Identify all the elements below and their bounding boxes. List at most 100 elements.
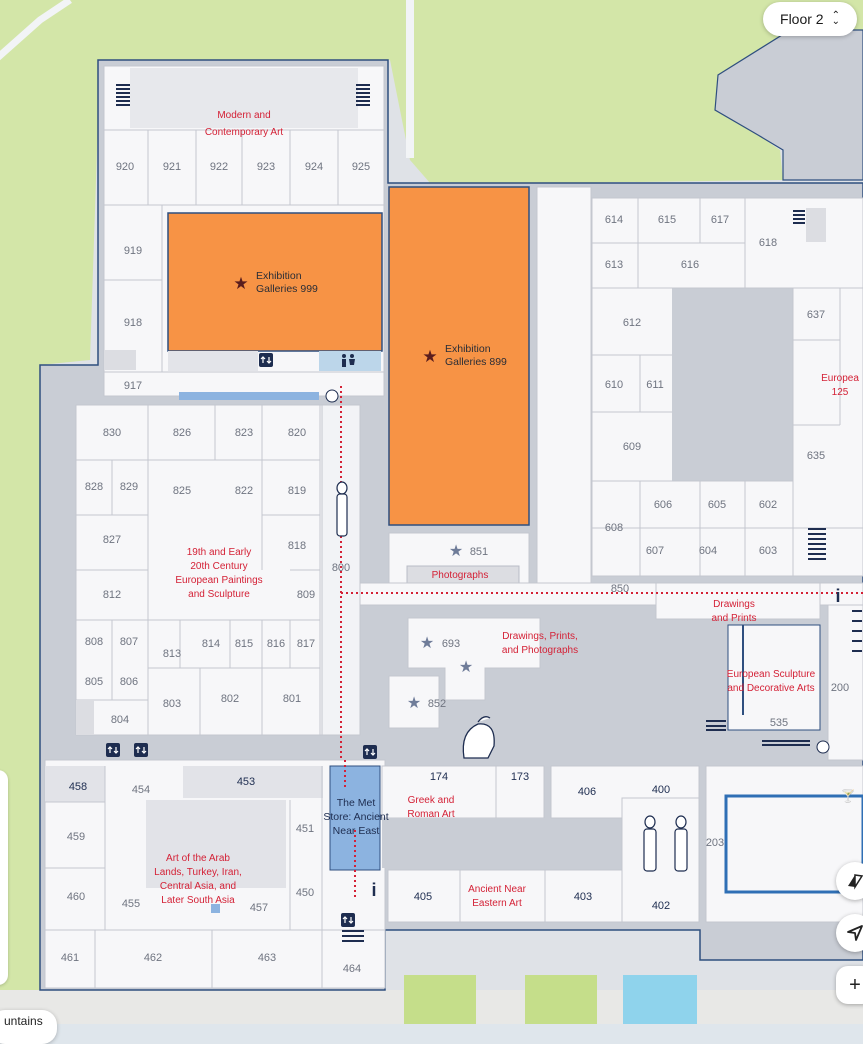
navigation-arrow-icon xyxy=(847,925,863,941)
room-number-693: 693 xyxy=(442,638,460,650)
courtyard-greek xyxy=(382,818,622,868)
room-number-450: 450 xyxy=(296,887,314,899)
compass-button[interactable] xyxy=(836,862,863,900)
room-number-616: 616 xyxy=(681,259,699,271)
room-number-200: 200 xyxy=(831,682,849,694)
room-number-618: 618 xyxy=(759,237,777,249)
room-number-922: 922 xyxy=(210,161,228,173)
room-number-800: 800 xyxy=(332,562,350,574)
location-chip-label: untains xyxy=(4,1014,43,1028)
room-number-612: 612 xyxy=(623,317,641,329)
room-number-617: 617 xyxy=(711,214,729,226)
planter xyxy=(404,975,476,1024)
room-number-817: 817 xyxy=(297,638,315,650)
park-path xyxy=(0,0,72,61)
room-number-458: 458 xyxy=(69,781,87,793)
room-number-917: 917 xyxy=(124,380,142,392)
room-number-635: 635 xyxy=(807,450,825,462)
gallery-458[interactable] xyxy=(45,766,105,802)
left-edge-panel[interactable] xyxy=(0,770,8,985)
met-store[interactable] xyxy=(329,765,381,871)
room-number-808: 808 xyxy=(85,636,103,648)
gallery-453[interactable] xyxy=(183,766,323,798)
display-case xyxy=(211,904,220,913)
info-icon[interactable]: i xyxy=(371,880,376,900)
statue-icon xyxy=(336,481,688,872)
stairs-icon xyxy=(116,84,370,106)
room-number-825: 825 xyxy=(173,485,191,497)
room-number-816: 816 xyxy=(267,638,285,650)
room-number-637: 637 xyxy=(807,309,825,321)
room-number-813: 813 xyxy=(163,648,181,660)
water-fountain-icon: 🍸 xyxy=(841,788,856,803)
compass-icon xyxy=(848,874,863,890)
room-number-613: 613 xyxy=(605,259,623,271)
room-number-830: 830 xyxy=(103,427,121,439)
room-number-535: 535 xyxy=(770,717,788,729)
park-lawn xyxy=(0,0,863,183)
room-number-203: 203 xyxy=(706,837,724,849)
location-chip[interactable]: untains xyxy=(0,1010,57,1044)
room-number-405: 405 xyxy=(414,891,432,903)
room-number-819: 819 xyxy=(288,485,306,497)
floor-selector[interactable]: Floor 2 ⌃⌄ xyxy=(763,2,857,36)
room-number-461: 461 xyxy=(61,952,79,964)
gallery-173[interactable] xyxy=(495,765,545,819)
room-number-464: 464 xyxy=(343,963,361,975)
modern-service xyxy=(104,350,136,370)
room-number-463: 463 xyxy=(258,952,276,964)
gallery-label-photographs: Photographs xyxy=(432,570,489,581)
star-icon: ★ xyxy=(459,659,473,676)
modern-lobby xyxy=(130,68,358,128)
fountain-pool xyxy=(623,975,697,1024)
gallery-693[interactable] xyxy=(407,617,541,701)
park-lawn-west xyxy=(0,0,410,990)
info-icon[interactable]: i xyxy=(835,586,840,606)
room-number-610: 610 xyxy=(605,379,623,391)
gallery-852[interactable] xyxy=(388,675,440,729)
room-number-611: 611 xyxy=(646,379,664,391)
corridor xyxy=(168,351,258,371)
room-number-851: 851 xyxy=(470,546,488,558)
room-number-822: 822 xyxy=(235,485,253,497)
room-number-812: 812 xyxy=(103,589,121,601)
room-number-801: 801 xyxy=(283,693,301,705)
exhibition-star-icons: ★ ★ xyxy=(233,274,437,366)
gallery-800[interactable] xyxy=(321,404,361,736)
arab-room-walls xyxy=(45,766,385,988)
gallery-label-drawings-prints-photos: Drawings, Prints,and Photographs xyxy=(502,631,578,656)
exhibition-galleries-999[interactable] xyxy=(167,212,383,352)
floor-label: Floor 2 xyxy=(780,11,824,27)
room-number-804: 804 xyxy=(111,714,129,726)
accessibility-icon xyxy=(325,389,830,754)
locate-button[interactable] xyxy=(836,914,863,952)
room-number-607: 607 xyxy=(646,545,664,557)
exhibition-galleries-899[interactable] xyxy=(388,186,530,526)
room-number-604: 604 xyxy=(699,545,717,557)
room-number-609: 609 xyxy=(623,441,641,453)
plus-icon: + xyxy=(849,973,861,996)
ancient-near-eastern-gallery[interactable] xyxy=(387,869,623,923)
room-number-605: 605 xyxy=(708,499,726,511)
room-number-455: 455 xyxy=(122,898,140,910)
zoom-in-button[interactable]: + xyxy=(836,966,863,1004)
drawings-prints-gallery[interactable] xyxy=(655,582,821,620)
highlight-star-icons: ★ ★ ★ ★ xyxy=(407,543,473,712)
room-number-602: 602 xyxy=(759,499,777,511)
room-number-826: 826 xyxy=(173,427,191,439)
room-number-454: 454 xyxy=(132,784,150,796)
star-icon: ★ xyxy=(420,635,434,652)
room-number-918: 918 xyxy=(124,317,142,329)
room-number-803: 803 xyxy=(163,698,181,710)
room-number-820: 820 xyxy=(288,427,306,439)
